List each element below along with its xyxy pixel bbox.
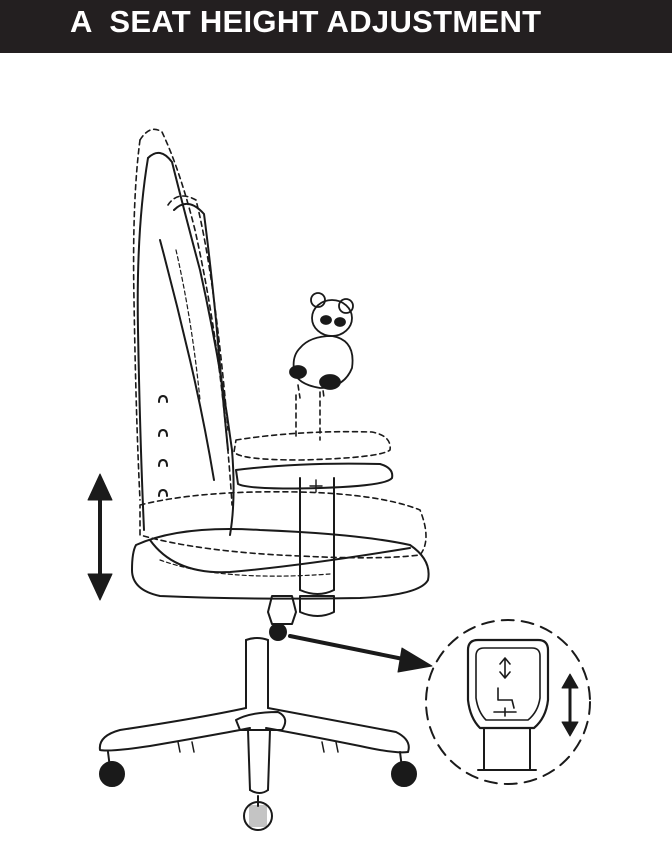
caster-wheel-icon <box>321 741 339 753</box>
backrest-hole <box>158 489 168 497</box>
section-header: A SEAT HEIGHT ADJUSTMENT <box>0 0 672 53</box>
height-adjustment-arrow-icon <box>87 473 113 601</box>
section-title: A SEAT HEIGHT ADJUSTMENT <box>70 4 542 39</box>
lever-detail-callout <box>425 619 591 785</box>
raised-position-outline <box>132 128 427 559</box>
bear-cushion-icon <box>289 292 354 390</box>
caster-wheel-icon <box>177 741 195 753</box>
caster-wheel-icon <box>391 751 417 787</box>
backrest-hole <box>158 429 168 437</box>
seat-height-adjustment-diagram <box>87 128 591 831</box>
lever-pointer-arrow-icon <box>288 634 433 673</box>
seat-cushion <box>131 528 430 600</box>
backrest-hole <box>158 395 168 403</box>
backrest <box>136 151 235 536</box>
armrest <box>235 462 394 595</box>
caster-wheel-icon <box>99 751 125 787</box>
chair-base <box>98 595 417 831</box>
lever-up-down-arrow-icon <box>561 673 579 737</box>
seat-height-icon <box>493 657 517 717</box>
backrest-hole <box>158 459 168 467</box>
caster-wheel-icon <box>243 795 273 831</box>
